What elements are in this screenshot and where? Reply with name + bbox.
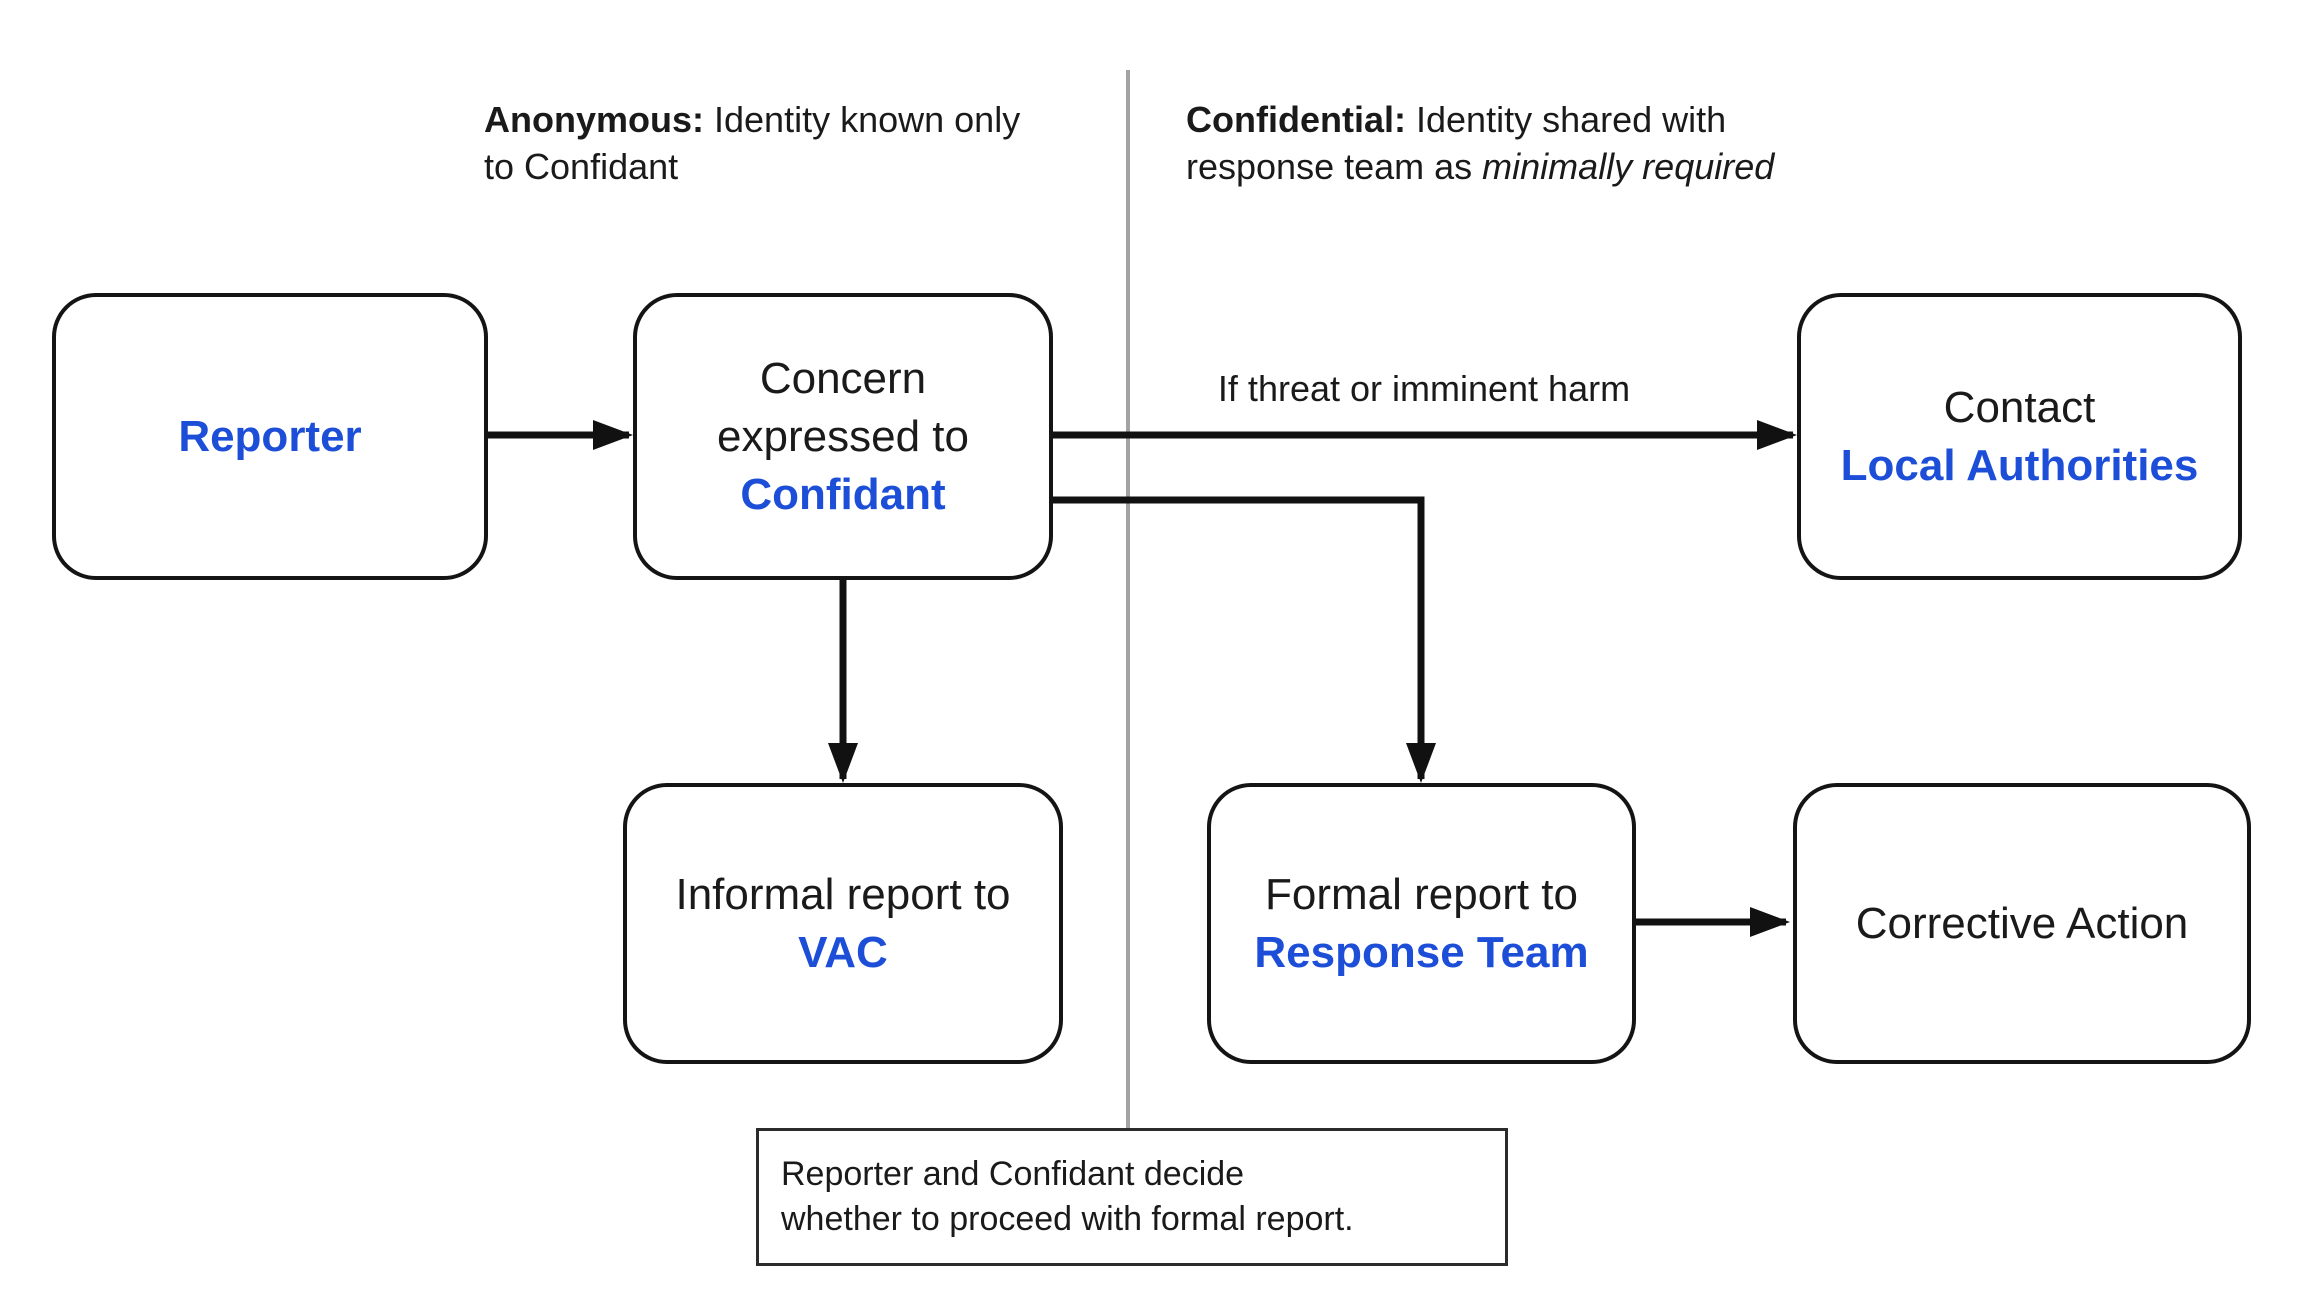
node-concern-expressed: Concern expressed to Confidant — [633, 293, 1053, 580]
node-concern-line3: Confidant — [740, 469, 946, 519]
header-anonymous-lead: Anonymous: — [484, 99, 704, 140]
node-formal-line2: Response Team — [1254, 927, 1589, 977]
node-informal-report-vac: Informal report to VAC — [623, 783, 1063, 1064]
header-confidential-lead: Confidential: — [1186, 99, 1406, 140]
node-concern-line1: Concern — [759, 353, 927, 403]
node-local-authorities: Contact Local Authorities — [1797, 293, 2242, 580]
note-line1: Reporter and Confidant decide — [781, 1155, 1245, 1193]
note-line2: whether to proceed with formal report. — [781, 1200, 1354, 1238]
node-formal-line1: Formal report to — [1265, 869, 1578, 919]
node-formal-report-response-team: Formal report to Response Team — [1207, 783, 1636, 1064]
header-confidential-line2: response team as — [1186, 146, 1473, 187]
arrow-concern-to-formal — [1053, 496, 1436, 783]
node-vac-line2: VAC — [798, 927, 888, 977]
node-reporter: Reporter — [52, 293, 488, 580]
note-box-decision: Reporter and Confidant decide whether to… — [756, 1128, 1508, 1266]
node-corrective-action: Corrective Action — [1793, 783, 2251, 1064]
header-confidential-rest: Identity shared with — [1416, 99, 1727, 140]
node-corrective-label: Corrective Action — [1855, 898, 2189, 948]
header-anonymous: Anonymous: Identity known only to Confid… — [484, 96, 1020, 190]
node-vac-line1: Informal report to — [675, 869, 1011, 919]
header-confidential-italic: minimally required — [1482, 146, 1775, 187]
node-concern-line2: expressed to — [717, 411, 969, 461]
node-reporter-label: Reporter — [178, 411, 362, 461]
edge-label-threat: If threat or imminent harm — [1217, 368, 1631, 409]
anonymous-confidential-divider-line — [1126, 70, 1130, 1128]
header-confidential: Confidential: Identity shared with respo… — [1186, 96, 1774, 190]
header-anonymous-line2: to Confidant — [484, 146, 679, 187]
header-anonymous-rest: Identity known only — [714, 99, 1021, 140]
node-authorities-line1: Contact — [1943, 382, 2096, 432]
node-authorities-line2: Local Authorities — [1840, 440, 2199, 490]
